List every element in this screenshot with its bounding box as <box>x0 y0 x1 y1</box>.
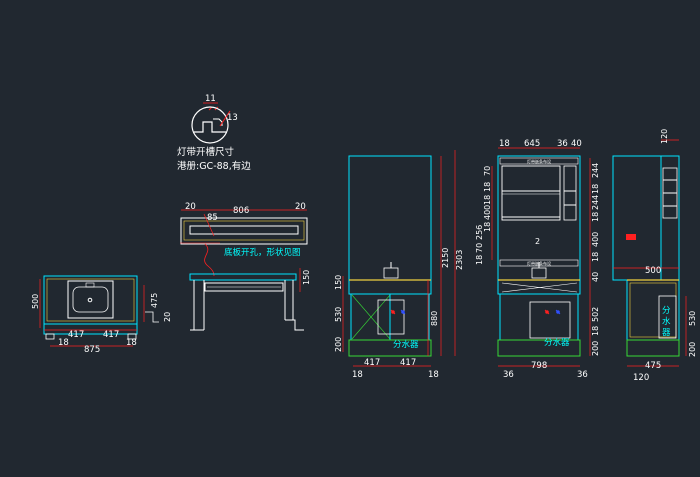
cab-left-dim-0: 70 <box>483 166 492 176</box>
side-dim-200: 200 <box>688 342 697 357</box>
front-dim-200: 200 <box>334 337 343 352</box>
cab-right-dim-9: 200 <box>591 341 600 356</box>
cab-top-dim-edge: 18 <box>499 139 510 149</box>
top-section-view: 20 806 20 85 底板开孔，形状见图 150 <box>180 202 311 331</box>
cab-left-dim-6: 70 <box>475 243 484 253</box>
side-label-char-2: 水 <box>662 316 671 327</box>
detail-side-dim: 13 <box>227 113 238 123</box>
cab-right-dim-7: 502 <box>591 307 600 322</box>
cab-bottom-dim-right: 36 <box>577 370 588 380</box>
section-dim-right: 20 <box>295 202 306 212</box>
basin-depth-dim: 500 <box>31 294 40 309</box>
side-dim-530: 530 <box>688 311 697 326</box>
side-bottom-dim: 475 <box>645 361 661 371</box>
front-dim-left-half: 417 <box>364 358 380 368</box>
detail-spec: 港册:GC-88,有边 <box>177 160 251 172</box>
front-dim-2150: 2150 <box>441 248 450 268</box>
basin-width-dim: 875 <box>84 345 100 355</box>
front-manifold-label: 分水器 <box>393 339 419 350</box>
front-dim-150: 150 <box>334 275 343 290</box>
basin-plan-view: 500 417 417 475 18 875 18 20 <box>31 275 172 355</box>
cab-bottom-dim-width: 798 <box>531 361 547 371</box>
front-dim-right-half: 417 <box>400 358 416 368</box>
side-depth-dim: 500 <box>645 266 661 276</box>
basin-edge-dim-right: 18 <box>126 338 137 348</box>
basin-gap-dim: 20 <box>163 312 172 322</box>
side-top-dim: 120 <box>660 129 669 144</box>
section-note: 底板开孔，形状见图 <box>224 247 301 258</box>
cab-top-dim-width: 645 <box>524 139 540 149</box>
basin-half-dim-left: 417 <box>68 330 84 340</box>
cab-mirror-marker: 2 <box>535 237 540 246</box>
cab-right-dim-4: 400 <box>591 232 600 247</box>
side-label-char-1: 分 <box>662 306 671 316</box>
detail-caption: 灯带开槽尺寸 <box>177 146 235 158</box>
front-elevation: 分水器 150 530 200 417 417 18 18 2150 2303 … <box>334 150 464 380</box>
cab-left-dim-3: 400 <box>483 205 492 220</box>
cab-top-dim-40: 40 <box>571 139 582 149</box>
side-elevation: 120 500 分 水 器 530 200 475 120 <box>612 129 697 383</box>
cab-right-dim-0: 244 <box>591 163 600 178</box>
front-dim-2303: 2303 <box>455 250 464 270</box>
cab-left-dim-4: 18 <box>483 222 492 232</box>
cab-left-dim-5: 256 <box>475 225 484 240</box>
section-dim-depth: 85 <box>207 213 218 223</box>
cab-left-dim-1: 18 <box>483 182 492 192</box>
cab-right-dim-5: 18 <box>591 252 600 262</box>
detail-top-dim: 11 <box>205 94 216 104</box>
side-label-char-3: 器 <box>662 328 671 338</box>
basin-half-dim-right: 417 <box>103 330 119 340</box>
section-dim-width: 806 <box>233 206 249 216</box>
basin-edge-dim-left: 18 <box>58 338 69 348</box>
cab-right-dim-3: 18 <box>591 212 600 222</box>
cab-left-dim-7: 18 <box>475 255 484 265</box>
side-bottom-dim-120: 120 <box>633 373 649 383</box>
cab-left-dim-2: 18 <box>483 195 492 205</box>
cab-right-dim-2: 244 <box>591 195 600 210</box>
cab-right-dim-1: 18 <box>591 184 600 194</box>
front-dim-880: 880 <box>430 311 439 326</box>
front-dim-edge-right: 18 <box>428 370 439 380</box>
section-dim-left: 20 <box>185 202 196 212</box>
basin-inner-depth-dim: 475 <box>150 293 159 308</box>
light-slot-detail: 11 13 灯带开槽尺寸 港册:GC-88,有边 <box>177 94 251 172</box>
open-cabinet-elevation: 18 645 36 40 灯带嵌条布设 2 灯带嵌条布设 分水器 244 18 <box>475 139 600 380</box>
cab-manifold-label: 分水器 <box>544 337 570 348</box>
cab-right-dim-8: 18 <box>591 326 600 336</box>
cab-bottom-dim-left: 36 <box>503 370 514 380</box>
front-dim-edge-left: 18 <box>352 370 363 380</box>
cab-top-dim-36: 36 <box>557 139 568 149</box>
shelf-tag-top: 灯带嵌条布设 <box>527 158 551 164</box>
section-height-dim: 150 <box>302 270 311 285</box>
front-dim-530: 530 <box>334 307 343 322</box>
cab-right-dim-6: 40 <box>591 272 600 282</box>
